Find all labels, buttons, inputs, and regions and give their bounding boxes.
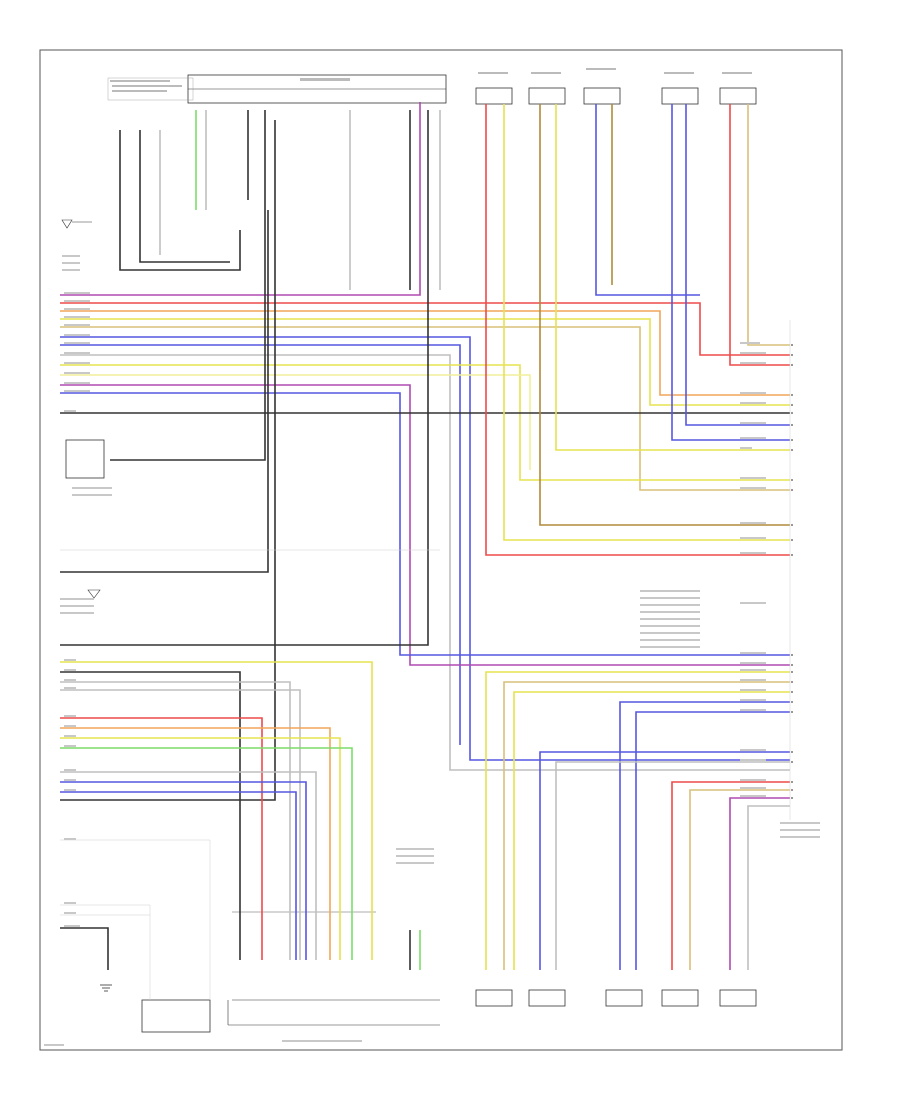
wire-black-3 <box>139 130 230 263</box>
wire-brown-s2 <box>539 104 790 526</box>
bottom-speaker-5 <box>719 989 757 1007</box>
wire-label-marks <box>44 255 820 1046</box>
wire-green-2 <box>60 747 353 960</box>
wire-blue-s4 <box>671 104 790 441</box>
wire-tan-2 <box>503 681 790 970</box>
wire-yellow-2 <box>60 364 790 481</box>
top-speaker-2 <box>528 72 566 105</box>
wire-blue-7 <box>635 711 790 970</box>
wire-blue-6 <box>619 701 790 970</box>
top-module-connector <box>187 74 447 104</box>
wire-yellow-4 <box>60 661 373 960</box>
wire-black-11 <box>60 927 109 970</box>
top-speaker-3 <box>583 68 621 105</box>
wire-yellow-s2 <box>555 104 790 451</box>
wire-pink-1 <box>60 302 790 356</box>
wire-yellow-1 <box>60 318 790 406</box>
right-connector-pins <box>791 344 793 799</box>
wire-tan-3 <box>689 789 790 970</box>
left-connector-small <box>87 589 101 599</box>
wire-black-2 <box>119 130 241 271</box>
wire-tan-1 <box>60 326 790 491</box>
top-speaker-5 <box>719 72 757 105</box>
wire-red-3 <box>671 781 790 970</box>
secondary-lines <box>60 320 791 1000</box>
bottom-left-antenna <box>100 984 112 992</box>
wire-orange-1 <box>60 310 790 396</box>
bottom-left-box <box>141 999 211 1033</box>
wire-black-5 <box>110 110 266 461</box>
wire-blue-5 <box>60 791 297 960</box>
wire-gray-6 <box>60 681 291 960</box>
left-microphone <box>61 219 92 229</box>
wire-yellow-s1 <box>503 104 790 541</box>
wire-gray-1 <box>60 354 790 771</box>
diagram-frame <box>39 49 843 1051</box>
wire-blue-s3 <box>595 104 700 296</box>
wire-blue-1 <box>60 336 790 761</box>
left-component-1 <box>65 439 105 479</box>
wire-yellow-6 <box>485 671 790 970</box>
wire-blue-2 <box>60 344 461 745</box>
wire-blue-8 <box>539 751 790 970</box>
bottom-speaker-4 <box>661 989 699 1007</box>
wire-gray-8 <box>60 771 317 960</box>
wire-blue-4 <box>60 781 307 960</box>
wire-violet-2 <box>60 384 790 666</box>
bottom-module-connector <box>227 911 440 1026</box>
wire-yellow-7 <box>513 691 790 970</box>
wire-red-s1 <box>485 104 790 556</box>
wire-blue-s4b <box>685 104 790 426</box>
wire-black-10 <box>60 671 241 960</box>
wire-violet-1 <box>60 102 421 296</box>
top-speaker-1 <box>475 72 513 105</box>
wire-yellow-3 <box>60 374 531 470</box>
wire-red-2 <box>60 717 263 960</box>
wire-black-9 <box>60 110 429 646</box>
wire-gray-9 <box>555 761 790 970</box>
wire-violet-3 <box>729 797 790 970</box>
wire-gray-10 <box>747 805 790 970</box>
wire-blue-3 <box>60 392 790 656</box>
bottom-speaker-3 <box>605 989 643 1007</box>
wire-bundle <box>60 102 790 970</box>
bottom-speaker-2 <box>528 989 566 1007</box>
wire-orange-2 <box>60 727 331 960</box>
top-speaker-4 <box>661 72 699 105</box>
wire-black-6 <box>60 120 276 801</box>
top-left-component <box>107 77 194 101</box>
wire-gray-7 <box>60 689 301 960</box>
bottom-speaker-1 <box>475 989 513 1007</box>
wire-red-s5 <box>729 104 790 366</box>
wire-black-7 <box>60 210 269 573</box>
wire-yellow-5 <box>60 737 341 960</box>
wire-tan-s5 <box>747 104 790 346</box>
